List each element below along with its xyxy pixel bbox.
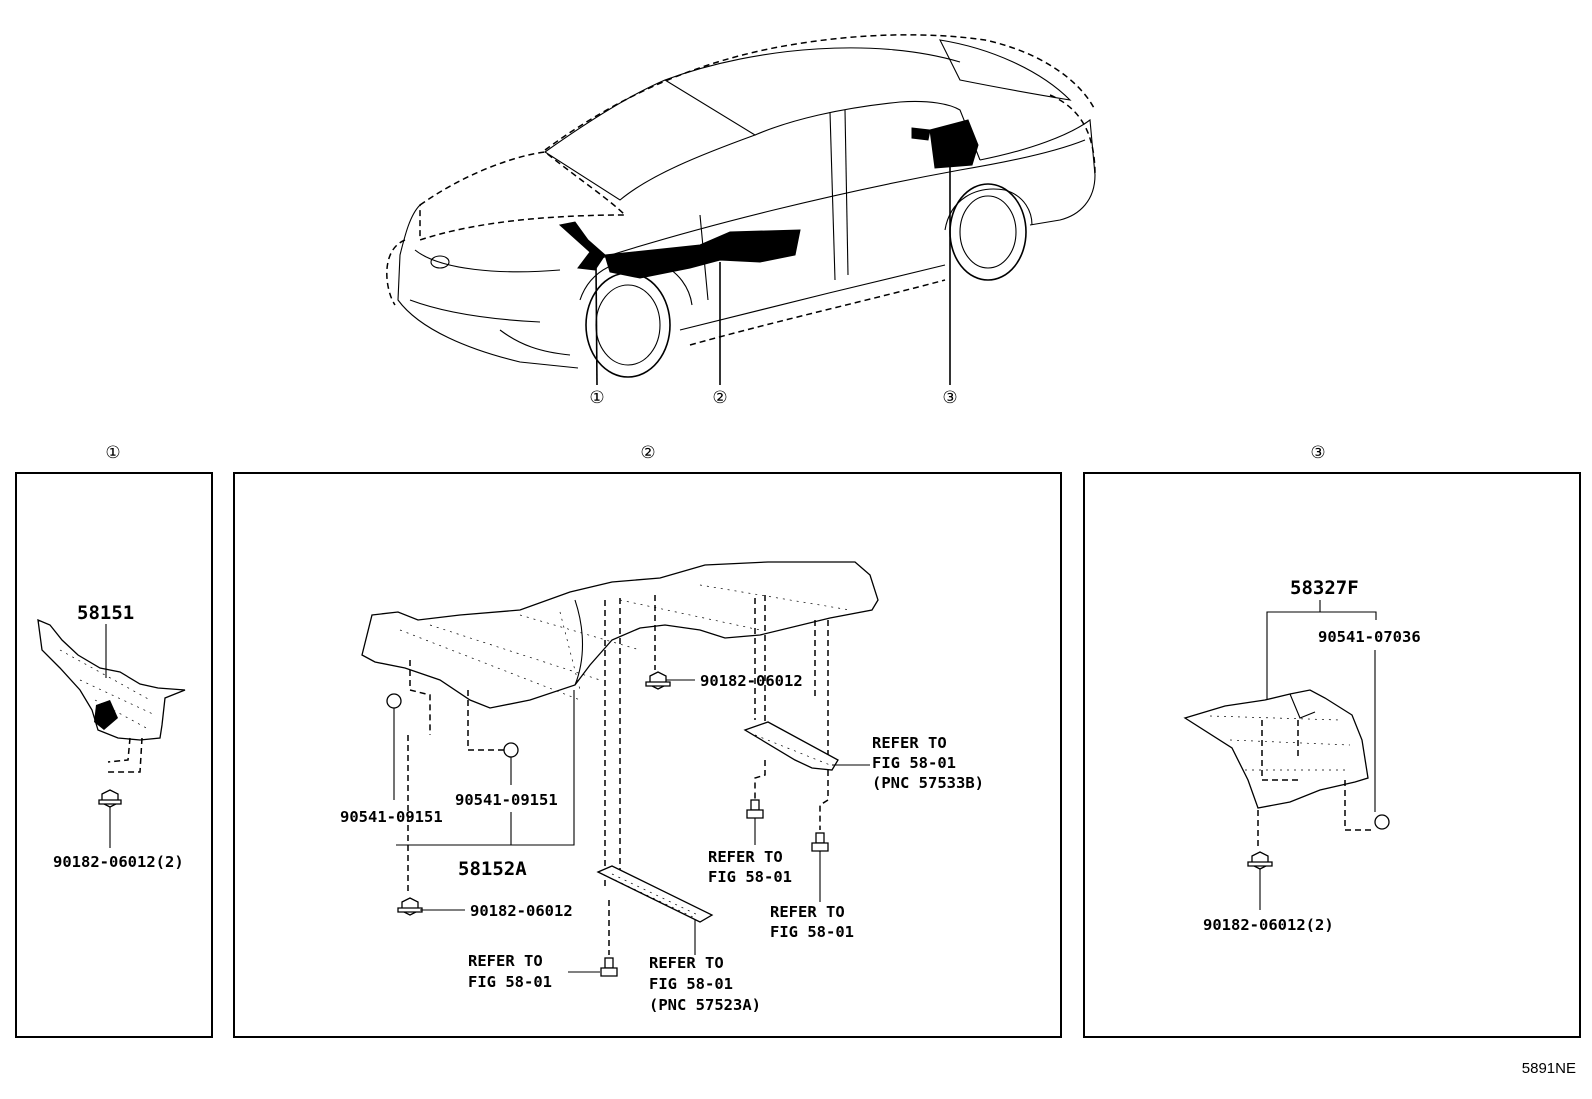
panel-2-hidden-lines [407, 595, 829, 955]
panel-2-lower-bracket [596, 865, 714, 923]
panel-2-ref-lower-left: REFER TO FIG 58-01 [468, 952, 552, 991]
panel-1-part-number: 58151 [77, 602, 134, 624]
panel-1-fastener-label: 90182-06012(2) [53, 853, 184, 871]
svg-text:REFER TO: REFER TO [770, 903, 845, 921]
leader-callout-1 [595, 264, 598, 386]
panel-3-clip-icon [1374, 814, 1390, 830]
svg-text:FIG 58-01: FIG 58-01 [708, 868, 792, 886]
svg-text:FIG 58-01: FIG 58-01 [872, 754, 956, 772]
svg-text:FIG 58-01: FIG 58-01 [770, 923, 854, 941]
panel-2-frame [233, 472, 1062, 1038]
panel-3-frame [1083, 472, 1581, 1038]
panel-2-bolt-center-icon [746, 799, 764, 819]
panel-3-part-number: 58327F [1290, 577, 1359, 599]
panel-2-clip-center-label: 90541-09151 [455, 791, 558, 809]
panel-2-nut-upper-label: 90182-06012 [700, 672, 803, 690]
svg-text:FIG 58-01: FIG 58-01 [649, 975, 733, 993]
svg-text:REFER TO: REFER TO [649, 954, 724, 972]
svg-text:REFER TO: REFER TO [468, 952, 543, 970]
svg-text:(PNC 57533B): (PNC 57533B) [872, 774, 984, 792]
panel-2-right-bracket [743, 721, 839, 771]
panel-2-part-number: 58152A [458, 858, 527, 880]
panel-2-ref-right-bolt: REFER TO FIG 58-01 [770, 903, 854, 941]
panel-2-nut-lower-icon [397, 897, 423, 916]
panel-1-heading: ① [105, 443, 120, 463]
callout-1: ① [589, 388, 604, 408]
svg-text:REFER TO: REFER TO [872, 734, 947, 752]
panel-3-heading: ③ [1310, 443, 1325, 463]
panel-2-clip-center-icon [503, 742, 519, 758]
panel-2-ref-center-bolt: REFER TO FIG 58-01 [708, 848, 792, 886]
callout-3: ③ [942, 388, 957, 408]
panel-3-insulator-58327F [1183, 689, 1369, 809]
callout-2: ② [712, 388, 727, 408]
panel-2-clip-left-icon [386, 693, 402, 709]
panel-2-leaders [393, 679, 870, 973]
diagram-code: 5891NE [1522, 1060, 1576, 1077]
panel-2-bolt-lower-icon [600, 957, 618, 977]
panel-2-nut-lower-label: 90182-06012 [470, 902, 573, 920]
panel-2-ref-right-bracket: REFER TO FIG 58-01 (PNC 57533B) [872, 734, 984, 792]
svg-text:(PNC 57523A): (PNC 57523A) [649, 996, 761, 1014]
panel-1-insulator-58151 [37, 618, 186, 773]
panel-2-ref-lower-bracket: REFER TO FIG 58-01 (PNC 57523A) [649, 954, 761, 1014]
svg-text:REFER TO: REFER TO [708, 848, 783, 866]
panel-2-nut-upper-icon [645, 671, 671, 690]
svg-text:FIG 58-01: FIG 58-01 [468, 973, 552, 991]
panel-2-clip-left-label: 90541-09151 [340, 808, 443, 826]
panel-2-heading: ② [640, 443, 655, 463]
panel-3-fastener-label: 90182-06012(2) [1203, 916, 1334, 934]
vehicle-illustration [386, 34, 1096, 386]
panel-3-hidden-lines [1257, 720, 1375, 850]
panel-2-bolt-right-icon [811, 832, 829, 852]
panel-3-bracket-leader [1266, 611, 1377, 650]
panel-2-insulator-58152A [361, 561, 879, 709]
panel-1-frame [15, 472, 213, 1038]
panel-3-nut-icon [1247, 851, 1273, 870]
panel-1-nut-icon [98, 789, 122, 808]
panel-3-clip-label: 90541-07036 [1318, 628, 1421, 646]
